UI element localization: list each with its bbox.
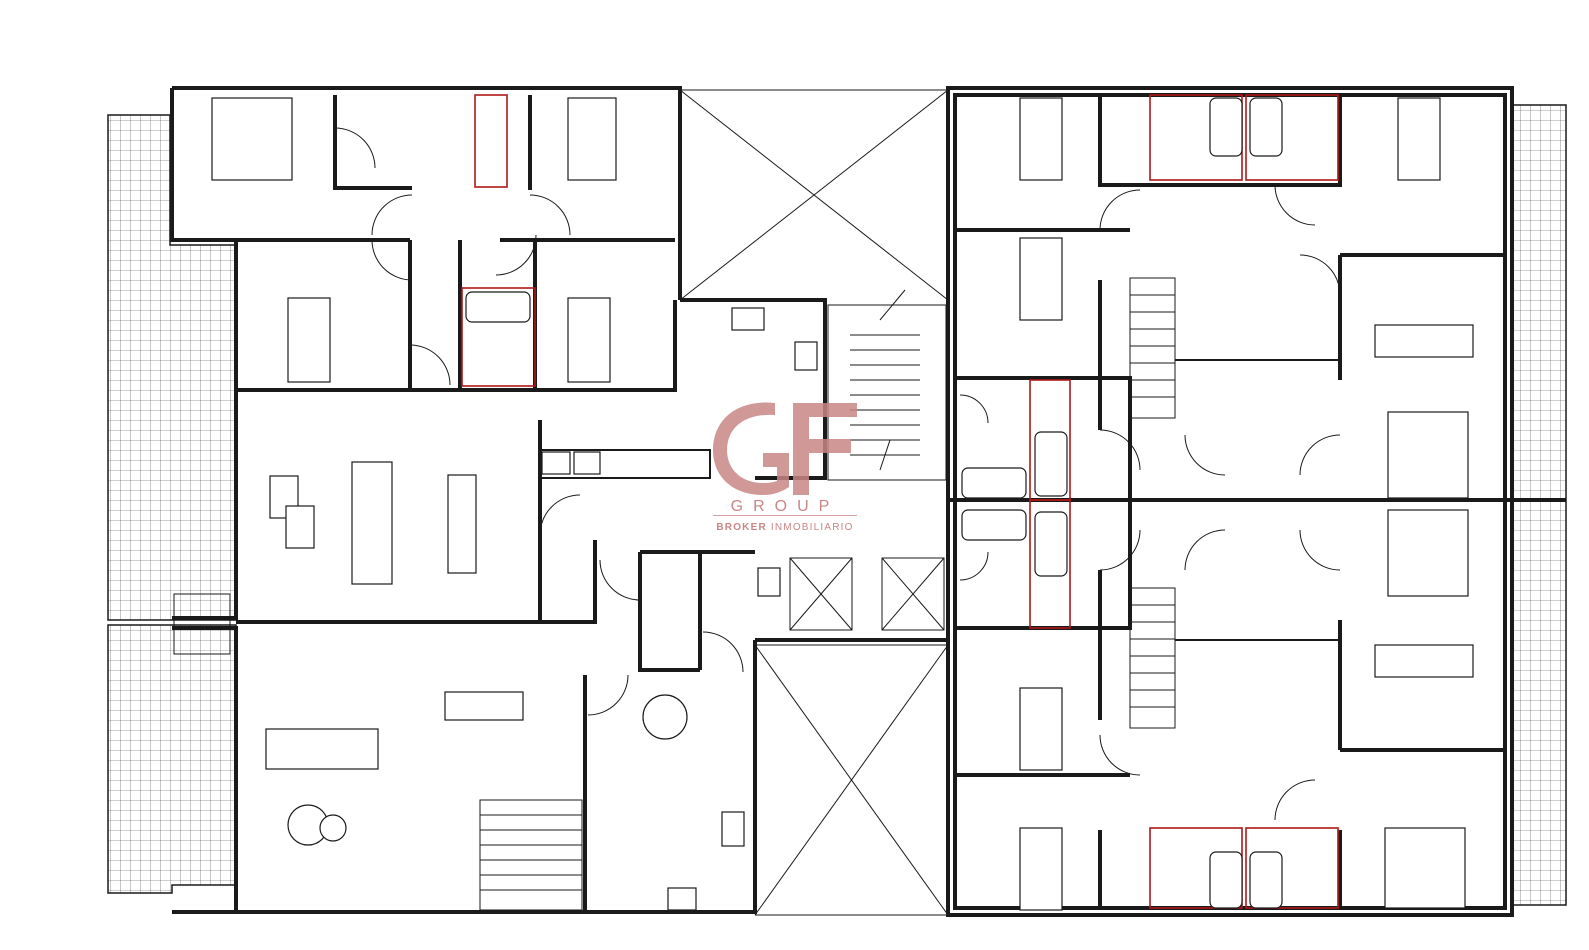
bathtubs: [465, 97, 1283, 909]
kitchen-fixtures: [541, 307, 818, 911]
right-stairs: [1129, 277, 1176, 729]
watermark-logo: GROUP BROKER INMOBILIARIO: [705, 395, 865, 545]
right-apartment-walls: [946, 86, 1566, 917]
watermark-tagline-rest: INMOBILIARIO: [770, 522, 854, 533]
left-stair: [173, 593, 583, 911]
terrace-right: [1511, 104, 1567, 906]
gf-monogram-icon: [713, 402, 857, 495]
bathrooms: [461, 94, 1339, 909]
light-well-top: [679, 89, 949, 301]
core-lifts: [755, 557, 948, 642]
watermark-tagline: BROKER INMOBILIARIO: [705, 522, 865, 533]
left-apartment-walls: [170, 86, 827, 914]
watermark-word: GROUP: [730, 498, 840, 515]
watermark-tagline-bold: BROKER: [716, 522, 767, 533]
beds: [211, 97, 1469, 911]
door-swings: [334, 127, 1341, 821]
watermark-divider: [713, 515, 857, 516]
terrace-left: [107, 114, 237, 894]
living-furniture: [265, 324, 1474, 846]
light-well-bottom: [754, 644, 949, 916]
